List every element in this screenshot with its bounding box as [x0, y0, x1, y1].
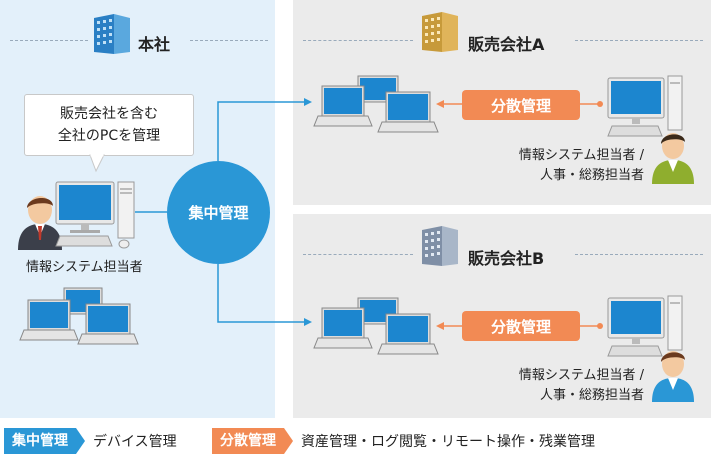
bubble-line-2: 全社のPCを管理: [57, 128, 161, 144]
hq-person-label: 情報システム担当者: [26, 260, 143, 275]
laptop-cluster: [313, 75, 439, 133]
branch-b-person-label: 情報システム担当者 / 人事・総務担当者: [508, 366, 644, 406]
legend-central-desc: デバイス管理: [93, 434, 177, 450]
legend-distributed: 分散管理 資産管理・ログ閲覧・リモート操作・残業管理: [212, 427, 595, 455]
bubble-line-1: 販売会社を含む: [60, 106, 158, 122]
legend-dist-arrow: [284, 428, 293, 454]
distributed-label-a: 分散管理: [490, 96, 551, 115]
central-management-label: 集中管理: [188, 204, 249, 222]
laptop-cluster: [313, 297, 439, 355]
branch-a-person-line-1: 情報システム担当者 /: [518, 148, 644, 163]
branch-a-title: 販売会社A: [468, 35, 545, 54]
desktop-pc-icon: [607, 295, 683, 357]
building-icon: [94, 14, 130, 54]
distributed-management-button-a: 分散管理: [462, 90, 580, 120]
branch-b-title: 販売会社B: [468, 249, 545, 268]
desktop-pc-icon: [607, 75, 683, 137]
legend-central: 集中管理 デバイス管理: [4, 427, 177, 455]
building-icon: [422, 12, 458, 52]
desktop-pc-icon: [55, 181, 135, 249]
legend-central-arrow: [76, 428, 85, 454]
branch-b-divider-right: [575, 254, 703, 255]
laptop-cluster: [19, 287, 139, 345]
branch-b-divider-left: [303, 254, 413, 255]
branch-a-person-line-2: 人事・総務担当者: [539, 168, 644, 183]
hq-divider-right: [190, 40, 268, 41]
branch-a-divider-left: [303, 40, 413, 41]
branch-b-person-line-1: 情報システム担当者 /: [518, 368, 644, 383]
hq-speech-bubble: 販売会社を含む 全社のPCを管理: [24, 94, 194, 156]
person-icon: [18, 196, 62, 250]
bubble-tail: [89, 154, 105, 173]
distributed-label-b: 分散管理: [490, 317, 551, 336]
building-icon: [422, 226, 458, 266]
central-management-circle: 集中管理: [167, 161, 270, 264]
person-icon: [652, 133, 694, 184]
distributed-management-button-b: 分散管理: [462, 311, 580, 341]
person-icon: [652, 351, 694, 402]
legend-central-tag: 集中管理: [4, 428, 76, 454]
legend-dist-desc: 資産管理・ログ閲覧・リモート操作・残業管理: [301, 434, 595, 450]
legend-dist-tag: 分散管理: [212, 428, 284, 454]
branch-a-person-label: 情報システム担当者 / 人事・総務担当者: [508, 146, 644, 186]
hq-title: 本社: [138, 35, 171, 54]
hq-divider-left: [10, 40, 88, 41]
branch-a-divider-right: [575, 40, 703, 41]
branch-b-person-line-2: 人事・総務担当者: [539, 388, 644, 403]
